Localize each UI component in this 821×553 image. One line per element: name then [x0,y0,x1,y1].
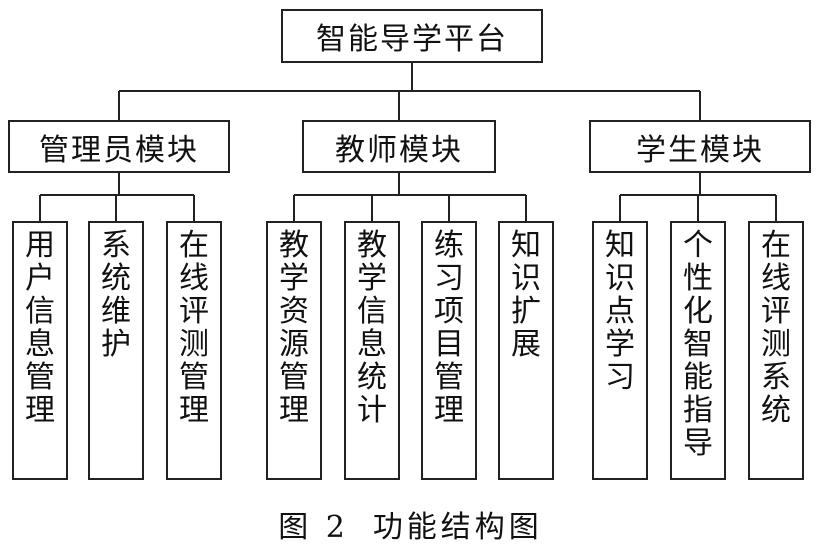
leaf-node-user-info-management: 用户信息管理 [12,221,68,480]
leaf-node-teaching-resource-management: 教学资源管理 [266,221,322,480]
leaf-label: 知识点学习 [605,228,635,395]
root-node: 智能导学平台 [281,9,543,63]
leaf-node-online-assessment-system: 在线评测系统 [748,221,804,480]
leaf-node-online-assessment-management: 在线评测管理 [166,221,222,480]
module-node-student: 学生模块 [589,120,811,173]
leaf-node-knowledge-extension: 知识扩展 [498,221,554,480]
leaf-node-knowledge-point-learning: 知识点学习 [592,221,648,480]
leaf-label: 个性化智能指导 [683,228,713,461]
leaf-label: 在线评测系统 [761,228,791,428]
leaf-label: 在线评测管理 [179,228,209,428]
leaf-label: 知识扩展 [511,228,541,362]
leaf-label: 练习项目管理 [434,228,464,428]
leaf-node-teaching-info-statistics: 教学信息统计 [344,221,400,480]
leaf-node-system-maintenance: 系统维护 [88,221,144,480]
leaf-node-personalized-intelligent-guidance: 个性化智能指导 [670,221,726,480]
module-node-admin: 管理员模块 [8,120,230,173]
leaf-label: 用户信息管理 [25,228,55,428]
module-student-label: 学生模块 [636,132,764,168]
leaf-label: 教学资源管理 [279,228,309,428]
figure-number: 图 2 [278,510,349,545]
figure-title: 功能结构图 [372,510,543,545]
module-node-teacher: 教师模块 [302,120,496,173]
leaf-label: 系统维护 [101,228,131,362]
module-teacher-label: 教师模块 [335,132,463,168]
leaf-label: 教学信息统计 [357,228,387,428]
leaf-node-exercise-item-management: 练习项目管理 [421,221,477,480]
root-node-label: 智能导学平台 [316,22,508,57]
figure-caption: 图 2 功能结构图 [0,502,821,546]
module-admin-label: 管理员模块 [39,132,199,168]
